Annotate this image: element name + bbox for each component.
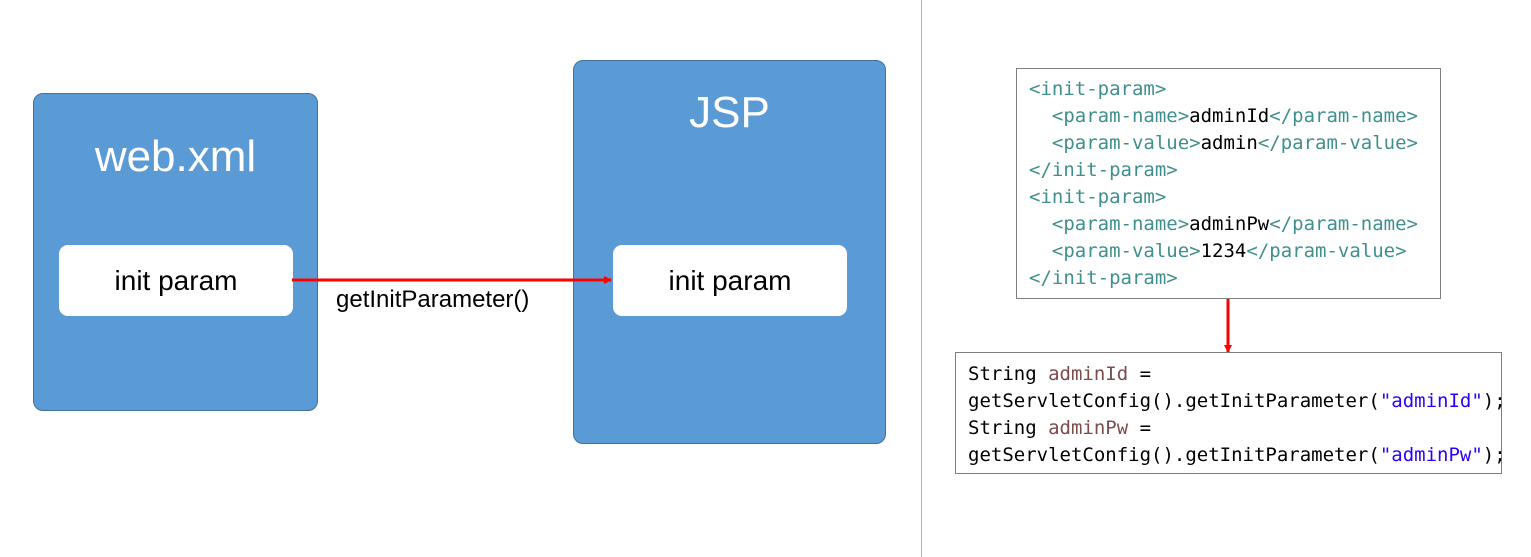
web-xml-init-param: init param [59, 245, 293, 316]
java-assign: = [1128, 417, 1152, 439]
java-variable: adminPw [1048, 417, 1129, 439]
xml-open-tag: </init-param> [1029, 267, 1178, 289]
xml-indent [1029, 240, 1052, 262]
xml-line: <param-value>1234</param-value> [1029, 238, 1440, 265]
xml-open-tag: <param-value> [1051, 240, 1201, 262]
xml-line: <init-param> [1029, 184, 1440, 211]
xml-indent [1029, 105, 1052, 127]
java-string: "adminPw" [1379, 444, 1483, 466]
xml-line: </init-param> [1029, 265, 1440, 292]
xml-indent [1029, 132, 1052, 154]
xml-close-tag: </param-value> [1246, 240, 1407, 262]
java-line-2: getServletConfig().getInitParameter("adm… [968, 388, 1506, 415]
xml-lines: <init-param> <param-name>adminId</param-… [1029, 76, 1440, 292]
xml-line: <param-name>adminPw</param-name> [1029, 211, 1440, 238]
xml-close-tag: </param-name> [1269, 105, 1418, 127]
xml-line: <param-value>admin</param-value> [1029, 130, 1440, 157]
xml-line: <init-param> [1029, 76, 1440, 103]
java-type: String [968, 363, 1049, 385]
xml-close-tag: </param-value> [1257, 132, 1418, 154]
xml-open-tag: <param-value> [1051, 132, 1201, 154]
java-call-end: ); [1482, 390, 1506, 412]
xml-value: adminPw [1189, 213, 1270, 235]
java-call: getServletConfig().getInitParameter( [968, 444, 1380, 466]
web-xml-box: web.xml init param [33, 93, 318, 411]
xml-value: adminId [1189, 105, 1270, 127]
xml-open-tag: <init-param> [1029, 186, 1167, 208]
jsp-title: JSP [689, 88, 770, 137]
jsp-init-param: init param [613, 245, 847, 316]
java-line-4: getServletConfig().getInitParameter("adm… [968, 442, 1506, 469]
xml-indent [1029, 213, 1052, 235]
java-line-3: String adminPw = [968, 415, 1501, 442]
xml-open-tag: </init-param> [1029, 159, 1178, 181]
java-variable: adminId [1048, 363, 1129, 385]
xml-open-tag: <param-name> [1051, 105, 1190, 127]
java-string: "adminId" [1379, 390, 1483, 412]
xml-value: 1234 [1200, 240, 1247, 262]
xml-line: <param-name>adminId</param-name> [1029, 103, 1440, 130]
web-xml-title: web.xml [94, 132, 257, 181]
xml-config-box: <init-param> <param-name>adminId</param-… [1016, 68, 1441, 299]
java-type: String [968, 417, 1049, 439]
arrow-label: getInitParameter() [336, 286, 530, 313]
xml-open-tag: <init-param> [1029, 78, 1167, 100]
xml-open-tag: <param-name> [1051, 213, 1190, 235]
java-line-1: String adminId = [968, 361, 1501, 388]
java-assign: = [1128, 363, 1152, 385]
java-code-box: String adminId = getServletConfig().getI… [955, 352, 1506, 474]
xml-close-tag: </param-name> [1269, 213, 1418, 235]
java-call: getServletConfig().getInitParameter( [968, 390, 1380, 412]
jsp-box: JSP init param [573, 60, 886, 444]
xml-line: </init-param> [1029, 157, 1440, 184]
xml-value: admin [1200, 132, 1258, 154]
java-call-end: ); [1482, 444, 1506, 466]
vertical-divider [921, 0, 922, 557]
